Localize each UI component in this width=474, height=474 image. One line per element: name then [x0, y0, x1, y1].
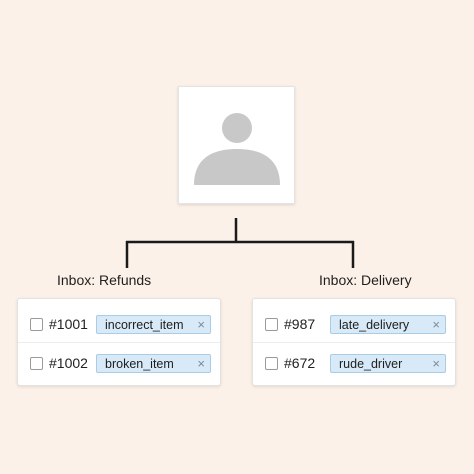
ticket-checkbox[interactable] — [30, 318, 43, 331]
ticket-checkbox[interactable] — [265, 357, 278, 370]
ticket-row[interactable]: #1001 incorrect_item × — [18, 308, 220, 344]
close-icon[interactable]: × — [432, 356, 440, 371]
user-avatar-icon — [194, 113, 280, 185]
ticket-checkbox[interactable] — [265, 318, 278, 331]
tag-label: rude_driver — [339, 357, 403, 371]
close-icon[interactable]: × — [197, 317, 205, 332]
row-divider — [253, 342, 455, 343]
inbox-panel-refunds: #1001 incorrect_item × #1002 broken_item… — [17, 298, 221, 386]
tag-chip[interactable]: incorrect_item × — [96, 315, 211, 334]
tag-label: late_delivery — [339, 318, 410, 332]
ticket-id: #987 — [284, 316, 316, 332]
ticket-id: #1001 — [49, 316, 88, 332]
ticket-id: #672 — [284, 355, 316, 371]
tag-chip[interactable]: late_delivery × — [330, 315, 446, 334]
ticket-row[interactable]: #987 late_delivery × — [253, 308, 455, 344]
tag-label: incorrect_item — [105, 318, 184, 332]
close-icon[interactable]: × — [432, 317, 440, 332]
tag-chip[interactable]: broken_item × — [96, 354, 211, 373]
ticket-row[interactable]: #672 rude_driver × — [253, 347, 455, 383]
tag-chip[interactable]: rude_driver × — [330, 354, 446, 373]
inbox-label-delivery: Inbox: Delivery — [319, 272, 412, 288]
ticket-row[interactable]: #1002 broken_item × — [18, 347, 220, 383]
tag-label: broken_item — [105, 357, 174, 371]
inbox-label-refunds: Inbox: Refunds — [57, 272, 152, 288]
ticket-checkbox[interactable] — [30, 357, 43, 370]
inbox-panel-delivery: #987 late_delivery × #672 rude_driver × — [252, 298, 456, 386]
row-divider — [18, 342, 220, 343]
user-avatar-card — [178, 86, 295, 204]
close-icon[interactable]: × — [197, 356, 205, 371]
ticket-id: #1002 — [49, 355, 88, 371]
